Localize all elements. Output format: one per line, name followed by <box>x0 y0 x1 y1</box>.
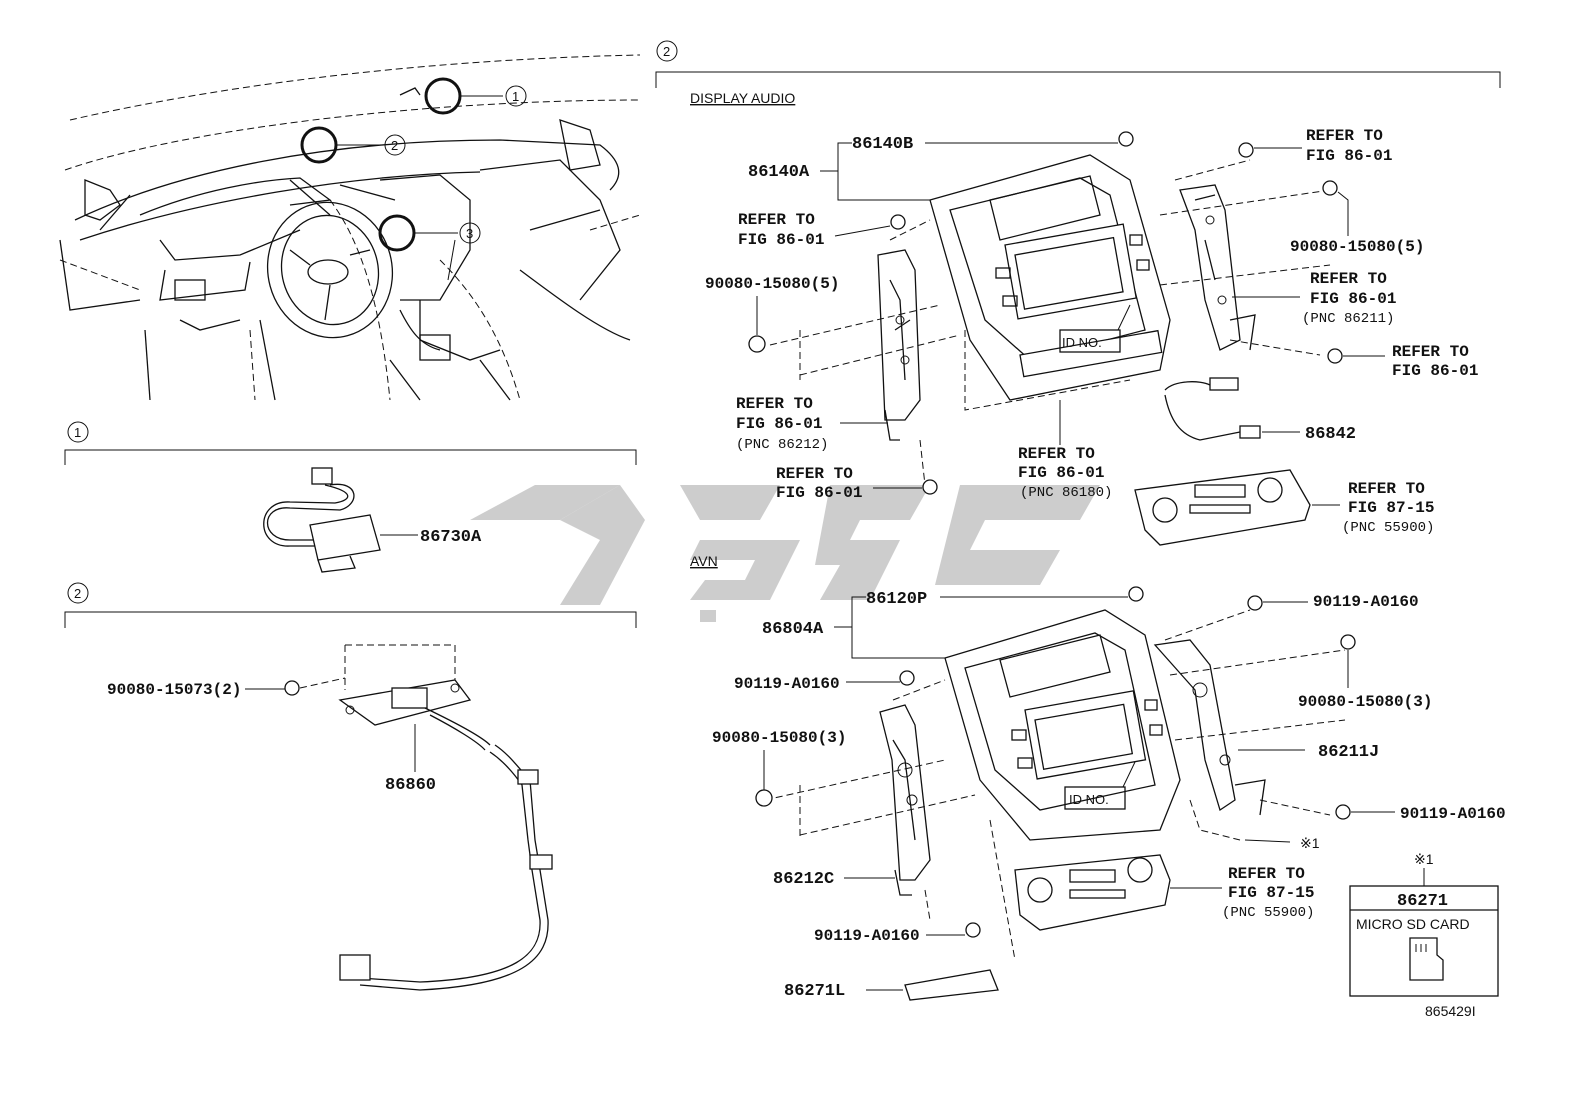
avn-bolt-right-label: 90080-15080(3) <box>1298 693 1432 711</box>
display-audio-ref7-line1: REFER TO <box>1018 445 1095 463</box>
display-audio-ref6-line1: REFER TO <box>776 465 853 483</box>
display-audio-ref2-line1: REFER TO <box>1306 127 1383 145</box>
display-audio-ref6-line2: FIG 86-01 <box>776 484 862 502</box>
part-86120P-label: 86120P <box>866 590 927 609</box>
display-audio-bolt-right-label: 90080-15080(5) <box>1290 238 1424 256</box>
avn-id-no: ID NO. <box>1069 792 1109 807</box>
callout-2-marker <box>384 134 406 156</box>
part-86211J-label: 86211J <box>1318 743 1379 762</box>
section-1: 1 86730A <box>64 421 637 573</box>
display-audio-ref3-line2: FIG 86-01 <box>1310 290 1396 308</box>
display-audio-ref5-line3: (PNC 86212) <box>736 437 828 453</box>
bolt-90080-15073-label: 90080-15073(2) <box>107 681 241 699</box>
display-audio-ref4-line1: REFER TO <box>1392 343 1469 361</box>
display-audio-ref7-line2: FIG 86-01 <box>1018 464 1104 482</box>
part-86842-label: 86842 <box>1305 425 1356 444</box>
callout-2-number: 2 <box>391 138 398 153</box>
section-2-right: 2 DISPLAY AUDIO 86140B 86140A ID NO. <box>655 40 1506 1001</box>
part-86140B-label: 86140B <box>852 135 913 154</box>
display-audio-ref3-line3: (PNC 86211) <box>1302 311 1394 327</box>
avn-clip-bottom-label: 90119-A0160 <box>814 927 920 945</box>
dashboard-overview: 1 2 3 <box>59 54 641 401</box>
display-audio-ref4-line2: FIG 86-01 <box>1392 362 1478 380</box>
part-86804A-label: 86804A <box>762 620 824 639</box>
display-audio-ref5-line2: FIG 86-01 <box>736 415 822 433</box>
part-86140A-label: 86140A <box>748 163 810 182</box>
avn-ref1-line2: FIG 87-15 <box>1228 884 1314 902</box>
display-audio-ref5-line1: REFER TO <box>736 395 813 413</box>
display-audio-ref1-line1: REFER TO <box>738 211 815 229</box>
part-86730A-label: 86730A <box>420 528 482 547</box>
callout-3-number: 3 <box>466 226 473 241</box>
section-1-marker: 1 <box>74 425 81 440</box>
avn-bolt-left-label: 90080-15080(3) <box>712 729 846 747</box>
callout-1-number: 1 <box>512 89 519 104</box>
display-audio-ref8-line2: FIG 87-15 <box>1348 499 1434 517</box>
part-86271L-label: 86271L <box>784 982 845 1001</box>
callout-3-marker <box>459 222 481 244</box>
avn-ref1-line3: (PNC 55900) <box>1222 905 1314 921</box>
callout-1-marker <box>505 85 527 107</box>
avn-title: AVN <box>690 553 718 569</box>
avn-note-ref: ※1 <box>1300 835 1320 851</box>
micro-sd-card-name: MICRO SD CARD <box>1356 916 1470 932</box>
section-2-left-marker: 2 <box>74 586 81 601</box>
avn-clip-right-label: 90119-A0160 <box>1400 805 1506 823</box>
section-2-right-marker: 2 <box>663 44 670 59</box>
display-audio-ref8-line3: (PNC 55900) <box>1342 520 1434 536</box>
avn-clip-top-right-label: 90119-A0160 <box>1313 593 1419 611</box>
micro-sd-card-box <box>1349 885 1499 997</box>
display-audio-id-no: ID NO. <box>1062 335 1102 350</box>
avn-clip-left-label: 90119-A0160 <box>734 675 840 693</box>
display-audio-ref8-line1: REFER TO <box>1348 480 1425 498</box>
display-audio-ref7-line3: (PNC 86180) <box>1020 485 1112 501</box>
micro-sd-card-icon <box>1409 937 1444 981</box>
figure-id: 865429I <box>1425 1003 1476 1019</box>
part-86271-label: 86271 <box>1397 892 1448 911</box>
display-audio-bolt-left-label: 90080-15080(5) <box>705 275 839 293</box>
part-86860-label: 86860 <box>385 776 436 795</box>
sd-box-note: ※1 <box>1414 851 1434 867</box>
avn-ref1-line1: REFER TO <box>1228 865 1305 883</box>
display-audio-title: DISPLAY AUDIO <box>690 90 795 106</box>
part-86212C-label: 86212C <box>773 870 834 889</box>
watermark-logo <box>470 485 1100 622</box>
display-audio-ref2-line2: FIG 86-01 <box>1306 147 1392 165</box>
section-2-left: 2 90080-15073(2) 86860 <box>64 582 637 991</box>
display-audio-ref1-line2: FIG 86-01 <box>738 231 824 249</box>
display-audio-ref3-line1: REFER TO <box>1310 270 1387 288</box>
